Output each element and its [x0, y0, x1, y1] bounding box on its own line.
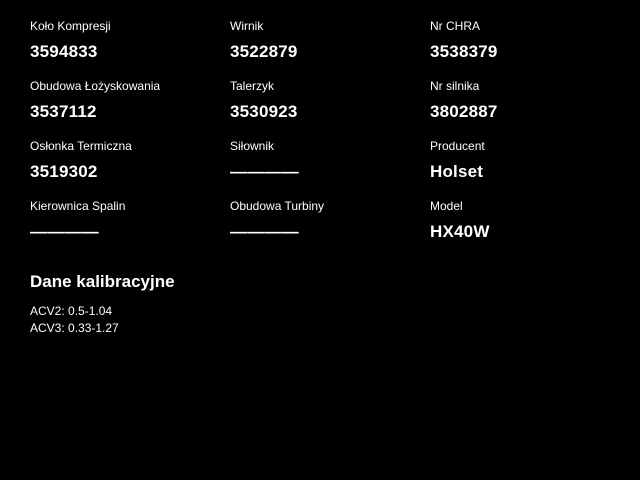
part-label: Koło Kompresji: [30, 19, 111, 33]
part-value: 3802887: [430, 102, 498, 121]
calibration-heading: Dane kalibracyjne: [30, 272, 175, 291]
part-value: 3519302: [30, 162, 98, 181]
part-value: ————: [230, 162, 299, 181]
field-obudowa-lozyskowania: Obudowa Łożyskowania 3537112: [30, 76, 230, 136]
field-nr-chra: Nr CHRA 3538379: [430, 16, 630, 76]
part-label: Producent: [430, 139, 485, 153]
calibration-section: Dane kalibracyjne ACV2: 0.5-1.04 ACV3: 0…: [30, 272, 640, 337]
field-nr-silnika: Nr silnika 3802887: [430, 76, 630, 136]
part-label: Kierownica Spalin: [30, 199, 126, 213]
part-label: Wirnik: [230, 19, 264, 33]
part-label: Osłonka Termiczna: [30, 139, 132, 153]
part-value: 3522879: [230, 42, 298, 61]
field-oslonka-termiczna: Osłonka Termiczna 3519302: [30, 136, 230, 196]
field-kolo-kompresji: Koło Kompresji 3594833: [30, 16, 230, 76]
field-model: Model HX40W: [430, 196, 630, 256]
parts-grid: Koło Kompresji 3594833 Wirnik 3522879 Nr…: [30, 16, 640, 256]
field-silownik: Siłownik ————: [230, 136, 430, 196]
field-obudowa-turbiny: Obudowa Turbiny ————: [230, 196, 430, 256]
part-value: HX40W: [430, 222, 490, 241]
part-value: ————: [30, 222, 99, 241]
field-kierownica-spalin: Kierownica Spalin ————: [30, 196, 230, 256]
calibration-lines: ACV2: 0.5-1.04 ACV3: 0.33-1.27: [30, 303, 640, 337]
part-label: Nr silnika: [430, 79, 480, 93]
part-label: Model: [430, 199, 463, 213]
part-label: Obudowa Turbiny: [230, 199, 325, 213]
part-value: 3530923: [230, 102, 298, 121]
part-label: Nr CHRA: [430, 19, 480, 33]
part-value: ————: [230, 222, 299, 241]
part-value: 3538379: [430, 42, 498, 61]
part-value: 3537112: [30, 102, 97, 121]
field-talerzyk: Talerzyk 3530923: [230, 76, 430, 136]
field-wirnik: Wirnik 3522879: [230, 16, 430, 76]
part-label: Talerzyk: [230, 79, 275, 93]
field-producent: Producent Holset: [430, 136, 630, 196]
calibration-line-acv3: ACV3: 0.33-1.27: [30, 321, 119, 335]
part-value: Holset: [430, 162, 484, 181]
part-label: Obudowa Łożyskowania: [30, 79, 161, 93]
part-label: Siłownik: [230, 139, 275, 153]
calibration-line-acv2: ACV2: 0.5-1.04: [30, 304, 113, 318]
part-value: 3594833: [30, 42, 98, 61]
